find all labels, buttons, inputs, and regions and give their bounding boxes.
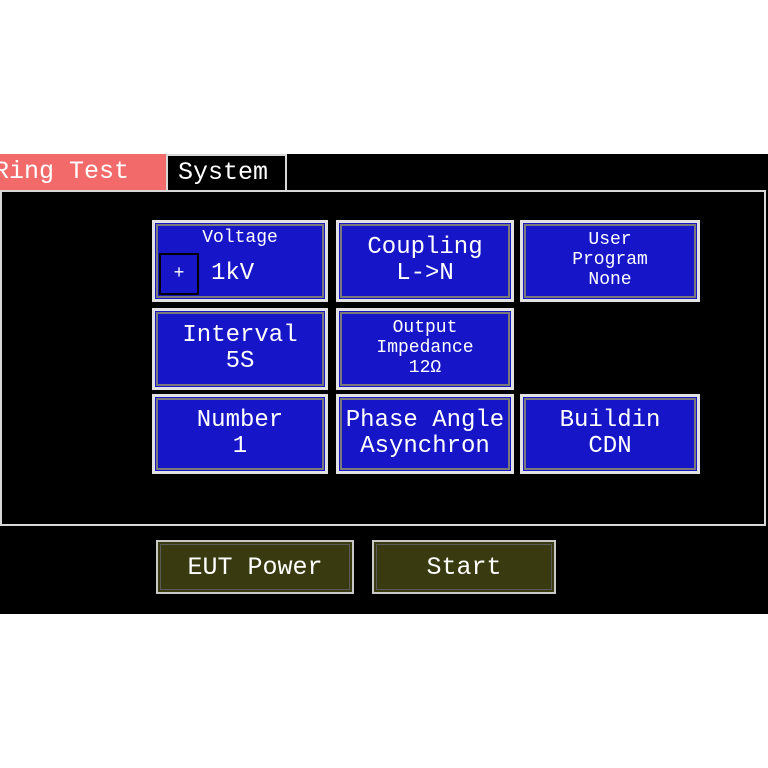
- user-program-value: None: [588, 269, 632, 290]
- start-button[interactable]: Start: [372, 540, 556, 594]
- output-impedance-line1: Output: [392, 318, 458, 339]
- buildin-title: Buildin: [559, 406, 661, 434]
- phase-angle-tile[interactable]: Phase Angle Asynchron: [336, 394, 514, 474]
- coupling-tile[interactable]: Coupling L->N: [336, 220, 514, 302]
- coupling-value: L->N: [396, 260, 454, 287]
- output-impedance-value: 12Ω: [408, 357, 442, 378]
- buildin-value: CDN: [588, 433, 632, 460]
- tab-system[interactable]: System: [166, 154, 287, 190]
- parameter-panel: [0, 190, 766, 526]
- buildin-tile[interactable]: Buildin CDN: [520, 394, 700, 474]
- phase-angle-title: Phase Angle: [345, 406, 505, 434]
- number-value: 1: [232, 433, 248, 460]
- polarity-sign: +: [173, 263, 185, 284]
- start-label: Start: [426, 552, 502, 582]
- polarity-toggle[interactable]: +: [159, 252, 199, 295]
- coupling-title: Coupling: [367, 233, 483, 261]
- phase-angle-value: Asynchron: [360, 433, 490, 460]
- interval-value: 5S: [225, 348, 255, 375]
- number-title: Number: [196, 406, 284, 434]
- voltage-title: Voltage: [202, 228, 278, 248]
- number-tile[interactable]: Number 1: [152, 394, 328, 474]
- output-impedance-tile[interactable]: Output Impedance 12Ω: [336, 308, 514, 390]
- user-program-tile[interactable]: User Program None: [520, 220, 700, 302]
- voltage-tile[interactable]: Voltage + 1kV: [152, 220, 328, 302]
- voltage-row: + 1kV: [155, 252, 325, 295]
- user-program-line1: User: [588, 230, 632, 251]
- voltage-value: 1kV: [211, 260, 255, 288]
- user-program-line2: Program: [572, 250, 648, 271]
- eut-power-button[interactable]: EUT Power: [156, 540, 354, 594]
- tab-ring-test[interactable]: Ring Test: [0, 154, 166, 190]
- eut-power-label: EUT Power: [187, 552, 323, 582]
- interval-tile[interactable]: Interval 5S: [152, 308, 328, 390]
- output-impedance-line2: Impedance: [376, 338, 474, 359]
- interval-title: Interval: [182, 321, 298, 349]
